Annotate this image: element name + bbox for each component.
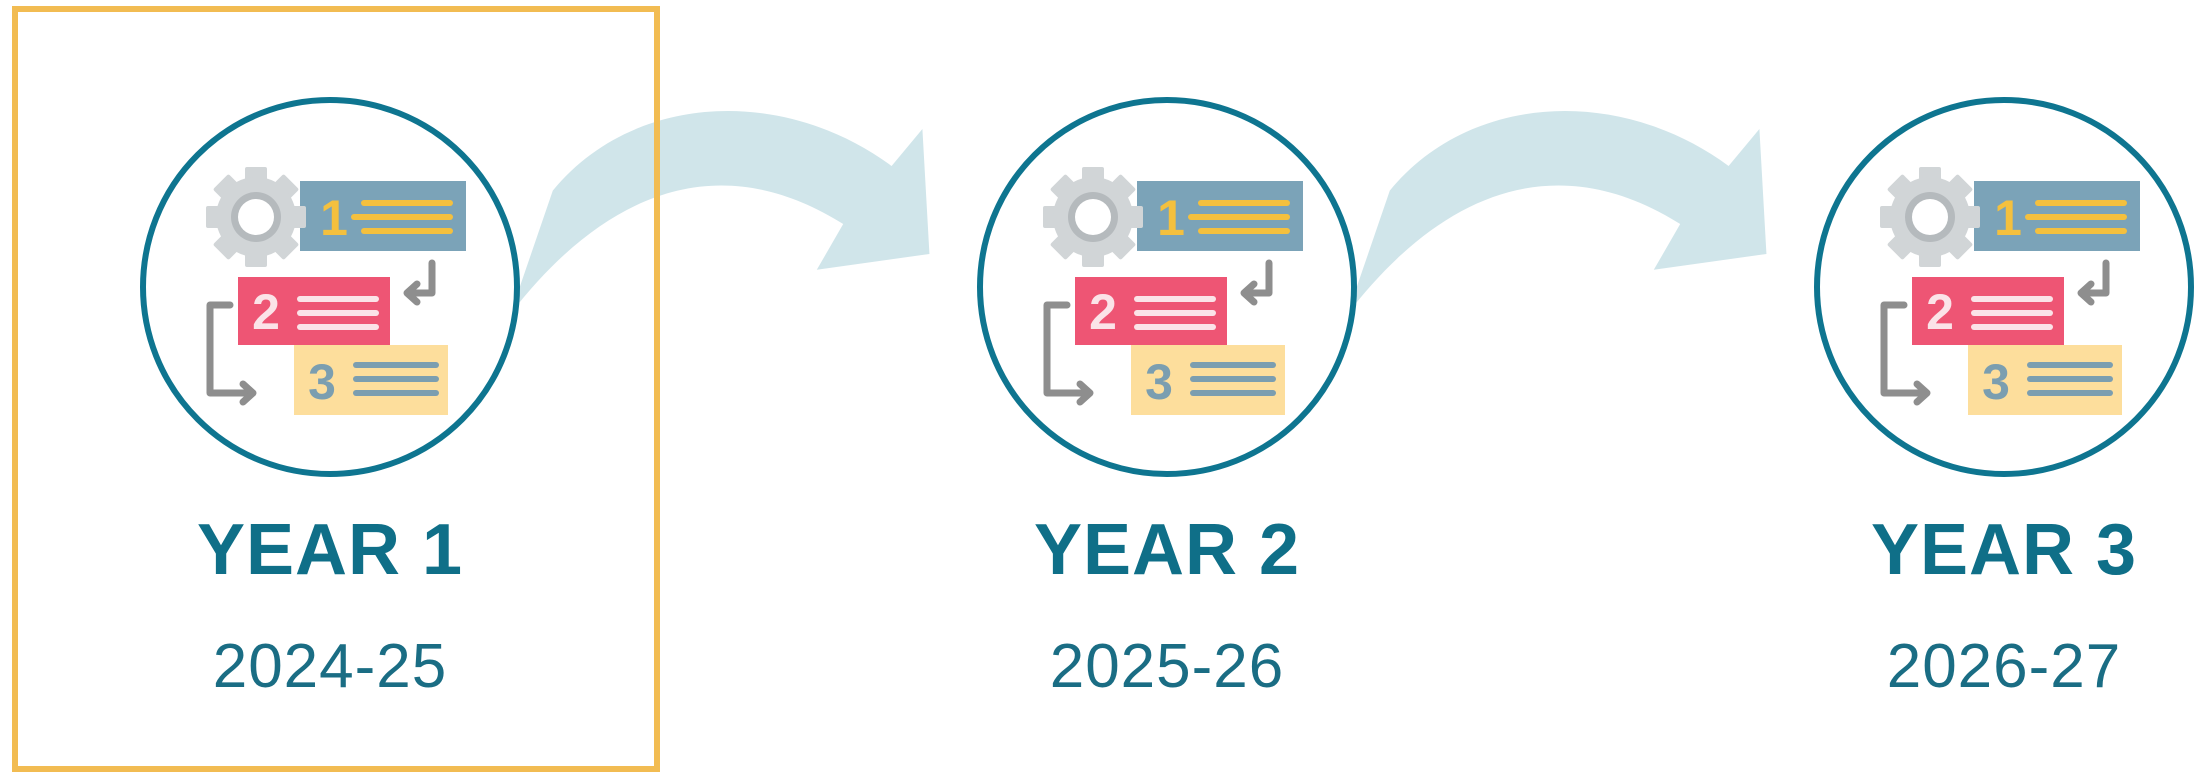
year-title: YEAR 3 [1870,510,2138,590]
step-3-number: 3 [1982,354,2010,410]
year-card-1: 1 2 3 YEAR 1 [140,0,520,777]
step-1-number: 1 [1994,190,2022,246]
step-3-number: 3 [308,354,336,410]
year-icon-circle: 1 2 3 [977,97,1357,477]
year-card-3: 1 2 3 YEAR 3 [1814,0,2194,777]
year-title: YEAR 1 [196,510,464,590]
year-title: YEAR 2 [1033,510,1301,590]
step-1-number: 1 [320,190,348,246]
step-3-number: 3 [1145,354,1173,410]
year-icon-circle: 1 2 3 [140,97,520,477]
step-2-number: 2 [1089,284,1117,340]
step-2-number: 2 [252,284,280,340]
connector-arrow-2 [1347,111,1767,314]
year-range: 2024-25 [212,632,448,701]
connector-arrow-1 [510,111,930,314]
step-2-number: 2 [1926,284,1954,340]
year-range: 2025-26 [1049,632,1285,701]
process-steps-icon: 1 2 3 [1043,167,1303,415]
process-steps-icon: 1 2 3 [1880,167,2140,415]
year-card-2: 1 2 3 YEAR 2 [977,0,1357,777]
step-1-number: 1 [1157,190,1185,246]
year-range: 2026-27 [1886,632,2122,701]
year-icon-circle: 1 2 3 [1814,97,2194,477]
process-steps-icon: 1 2 3 [206,167,466,415]
